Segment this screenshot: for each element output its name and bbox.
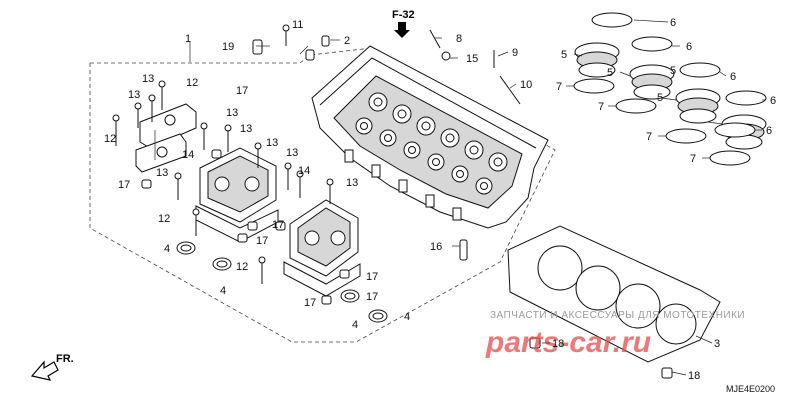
callout-13d: 13 [240,123,252,135]
head-lower-ports [344,149,462,221]
callout-14a: 14 [182,149,194,161]
callout-17d: 17 [256,235,268,247]
callout-11: 11 [292,19,303,31]
callout-12b: 12 [104,133,116,145]
callout-15: 15 [466,53,478,65]
callout-19: 19 [222,41,234,53]
callout-13b: 13 [128,89,140,101]
callout-17c: 17 [272,219,284,231]
callout-18a: 18 [552,338,564,350]
callout-10: 10 [520,79,532,91]
callout-13g: 13 [346,177,358,189]
callout-4b: 4 [220,285,226,297]
callout-6e: 6 [766,125,772,137]
callout-2: 2 [344,35,350,47]
callout-3: 3 [714,338,720,350]
callout-18b: 18 [688,370,700,382]
hose-clamps [573,12,767,166]
callout-12c: 12 [158,213,170,225]
callout-1: 1 [185,33,191,45]
assembly-boundary [89,47,556,343]
callout-12a: 12 [186,77,198,89]
callout-17b: 17 [118,179,130,191]
callout-8: 8 [456,33,462,45]
gasket-dowels [529,337,673,379]
callout-7a: 7 [556,81,562,93]
callout-14b: 14 [298,165,310,177]
callout-17a: 17 [236,85,248,97]
section-ref-arrow-icon [394,22,410,38]
callout-6b: 6 [686,41,692,53]
callout-7b: 7 [598,101,604,113]
camshaft-holder-right [283,199,361,297]
section-reference: F-32 [392,9,415,38]
callout-13a: 13 [142,73,154,85]
cylinder-head [311,45,549,229]
callout-17e: 17 [366,271,378,283]
drawing-code: MJE4E0200 [726,384,775,394]
callout-5b: 5 [607,67,613,79]
callout-4a: 4 [164,243,170,255]
o-rings [176,241,388,323]
cam-journals [355,92,508,195]
watermark: ЗАПЧАСТИ И АКСЕССУАРЫ ДЛЯ МОТОТЕХНИКИ pa… [485,310,745,359]
callout-12d: 12 [236,261,248,273]
camshaft-holder-left [135,103,197,173]
watermark-tagline: ЗАПЧАСТИ И АКСЕССУАРЫ ДЛЯ МОТОТЕХНИКИ [490,310,745,321]
head-gasket [507,225,721,363]
bolts [112,24,521,284]
callout-6c: 6 [730,71,736,83]
section-ref-label: F-32 [392,9,415,21]
callout-6d: 6 [770,95,776,107]
callout-7d: 7 [690,153,696,165]
callout-5d: 5 [657,92,663,104]
leader-lines [189,19,766,376]
dowel-pins [141,149,350,305]
callout-4c: 4 [352,319,358,331]
camshaft-holder-center [195,147,279,243]
forward-indicator: FR. [30,353,74,381]
callout-4d: 4 [404,311,410,323]
callout-7c: 7 [646,131,652,143]
callout-17f: 17 [304,297,316,309]
callout-13f: 13 [156,167,168,179]
callout-5c: 5 [670,65,676,77]
callout-13c: 13 [226,107,238,119]
callout-13h: 13 [286,147,298,159]
callout-13e: 13 [266,137,278,149]
forward-arrow-icon [30,360,59,381]
callouts: 1 2 3 4 4 4 4 5 5 5 5 6 6 6 6 6 7 7 7 7 … [104,17,776,382]
callout-17g: 17 [366,291,378,303]
forward-label: FR. [56,353,74,365]
watermark-site: parts-car.ru [485,326,651,359]
callout-6a: 6 [670,17,676,29]
callout-16: 16 [430,241,442,253]
callout-9: 9 [512,47,518,59]
callout-5a: 5 [561,49,567,61]
